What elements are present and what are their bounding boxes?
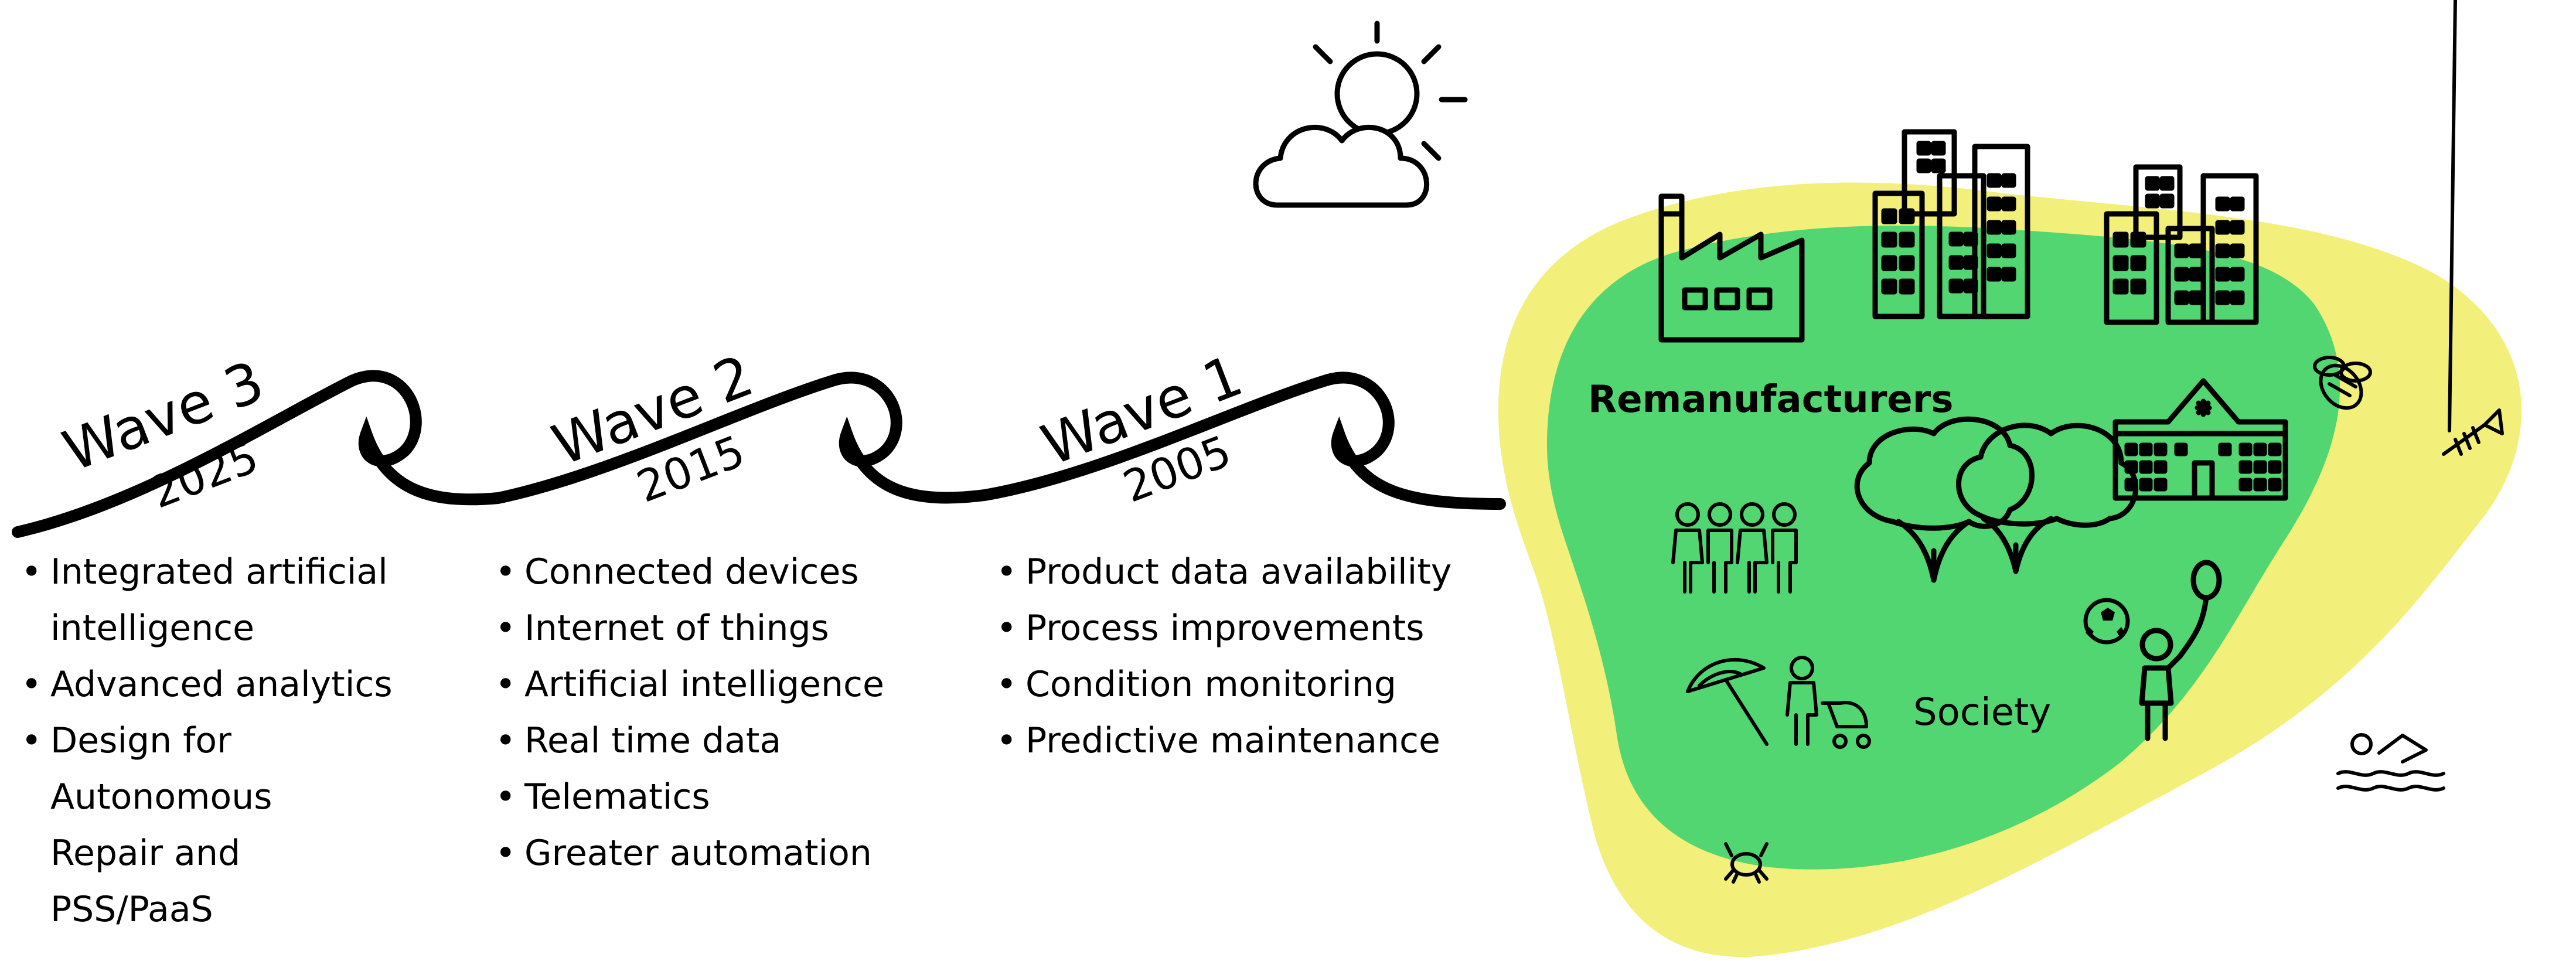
wave-list-item: Integrated artificial — [21, 544, 490, 600]
wave-list-item: PSS/PaaS — [50, 889, 213, 930]
trees-icon — [1854, 416, 2139, 583]
wave-list-item: Autonomous — [50, 776, 272, 817]
child-balloon-icon — [2139, 560, 2222, 741]
wave-list-item: Product data availability — [996, 544, 1500, 600]
fish-bone-icon — [2442, 0, 2504, 456]
wave-list-item: Connected devices — [495, 544, 999, 600]
wave-list-item: Greater automation — [495, 825, 999, 881]
wave-list-item: Design for — [21, 713, 490, 769]
city-buildings-icon — [1872, 129, 2030, 319]
island — [1498, 182, 2522, 957]
crab-icon — [1724, 842, 1769, 884]
remanufacturers-label: Remanufacturers — [1588, 378, 1953, 421]
sun-cloud-icon — [1253, 21, 1468, 208]
wave-list-item: Artificial intelligence — [495, 656, 999, 713]
wave-list-item: Internet of things — [495, 600, 999, 656]
wave-list-item: Repair and — [50, 833, 241, 874]
wave-list-item: Condition monitoring — [996, 656, 1500, 713]
wave2-bullet-list: Connected devicesInternet of thingsArtif… — [495, 544, 999, 881]
wave-list-item: intelligence — [50, 608, 255, 649]
wave-list-item: Process improvements — [996, 600, 1500, 656]
wave-list-item: Predictive maintenance — [996, 713, 1500, 769]
wave-line — [12, 370, 1506, 538]
parent-stroller-icon — [1786, 656, 1871, 749]
family-icon — [1671, 502, 1798, 594]
soccer-ball-icon — [2083, 598, 2130, 645]
wave-list-item: Advanced analytics — [21, 656, 490, 713]
wave1-bullet-list: Product data availabilityProcess improve… — [996, 544, 1500, 769]
wave-list-item: Real time data — [495, 713, 999, 769]
bee-icon — [2313, 356, 2372, 410]
wave-list-item: Telematics — [495, 769, 999, 825]
umbrella-icon — [1686, 658, 1769, 746]
wave3-bullet-list: Integrated artificial intelligenceAdvance… — [21, 544, 490, 938]
swimmer-icon — [2336, 733, 2445, 792]
factory-icon — [1658, 193, 1805, 343]
city-buildings-icon — [2104, 164, 2259, 325]
society-label: Society — [1913, 691, 2051, 734]
